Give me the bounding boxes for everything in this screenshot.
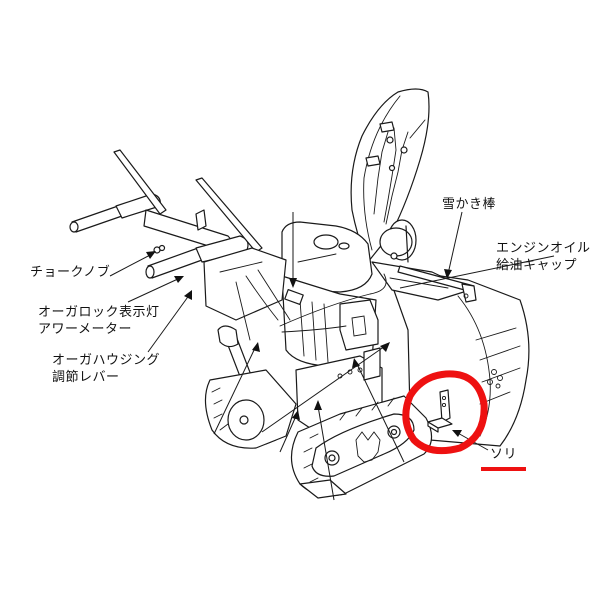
label-sled: ソリ <box>490 447 518 462</box>
label-auger-housing-lever: オーガハウジング 調節レバー <box>52 353 161 385</box>
highlight-annotations <box>402 370 526 471</box>
auger-housing <box>371 261 530 447</box>
label-choke-knob: チョークノブ <box>30 265 111 280</box>
label-engine-oil-cap: エンジンオイル 給油キャップ <box>496 241 591 273</box>
leader-lines <box>109 211 555 501</box>
engine <box>279 221 387 367</box>
label-snow-stick: 雪かき棒 <box>442 197 497 212</box>
label-auger-lock-indicator: オーガロック表示灯 アワーメーター <box>38 305 160 337</box>
discharge-chute <box>350 88 430 263</box>
handlebars <box>69 149 263 279</box>
red-underline <box>481 467 526 471</box>
sled-part <box>427 389 453 433</box>
crawler-tracks <box>204 369 433 499</box>
red-highlight-circle <box>402 370 488 455</box>
